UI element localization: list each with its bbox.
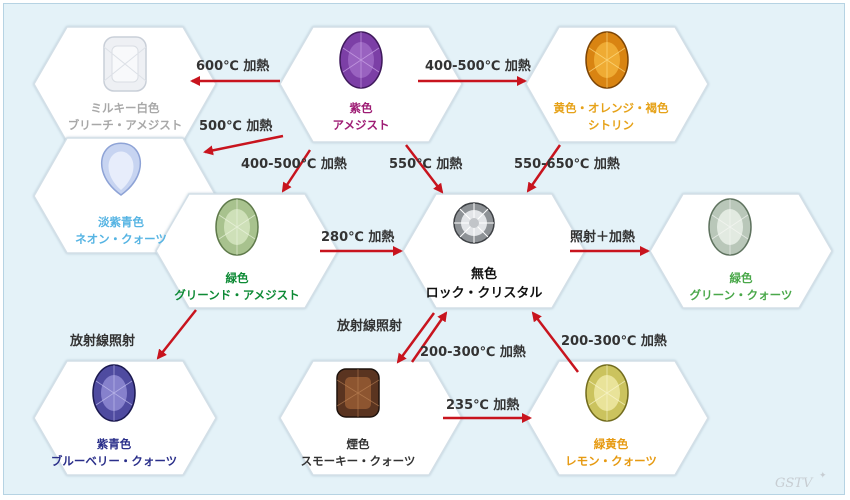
node-purple-line1: 紫色 (350, 101, 373, 115)
node-blueberry-line1: 紫青色 (97, 437, 132, 451)
arrow-purple-to-neon (203, 134, 284, 156)
arrow-smoky-to-rock (410, 311, 448, 363)
node-rock-line2: ロック・クリスタル (426, 286, 543, 301)
node-smoky-line2: スモーキー・クォーツ (301, 454, 416, 468)
node-citrine-line1: 黄色・オレンジ・褐色 (554, 101, 669, 115)
edge-label-greenam-blueberry: 放射線照射 (69, 333, 135, 349)
node-neon-line2: ネオン・クォーツ (75, 232, 167, 246)
gem-rock-crystal-round-icon (453, 202, 495, 244)
node-greenam-line1: 緑色 (226, 271, 249, 285)
arrow-lemon-to-rock (531, 311, 579, 373)
gem-amethyst-oval-icon (339, 31, 383, 89)
node-citrine-line2: シトリン (588, 118, 634, 132)
hex-blueberry (33, 360, 217, 476)
gem-blueberry-oval-icon (92, 364, 136, 422)
node-milky-line2: ブリーチ・アメジスト (68, 118, 182, 132)
node-smoky-line1: 煙色 (347, 437, 370, 451)
gstv-logo: GSTV (775, 476, 814, 491)
edge-label-purple-citrine: 400-500℃ 加熱 (425, 58, 531, 74)
arrow-greenam-to-blueberry (156, 309, 197, 360)
node-greenam-line2: グリーンド・アメジスト (174, 288, 299, 302)
hex-layer (33, 26, 833, 476)
node-milky-line1: ミルキー白色 (91, 101, 160, 115)
edge-label-smoky-rock: 200-300℃ 加熱 (420, 344, 526, 360)
arrow-purple-to-rock (405, 144, 444, 194)
edge-label-purple-milky: 600℃ 加熱 (196, 58, 269, 74)
edge-label-greenam-rock: 280℃ 加熱 (321, 229, 394, 245)
edge-label-smoky-lemon: 235℃ 加熱 (446, 397, 519, 413)
gem-layer (92, 31, 752, 422)
edge-label-purple-neon: 500℃ 加熱 (199, 118, 272, 134)
gem-smoky-cushion-icon (336, 368, 380, 418)
node-greenq-line2: グリーン・クォーツ (690, 288, 793, 302)
node-rock-line1: 無色 (471, 266, 497, 282)
sparkle-icon: ✦ (819, 471, 827, 481)
edge-label-purple-rock: 550℃ 加熱 (389, 156, 462, 172)
node-blueberry-line2: ブルーベリー・クォーツ (51, 454, 177, 468)
arrow-citrine-to-rock (526, 144, 562, 193)
gem-milky-white-cushion-icon (103, 36, 147, 92)
edge-label-rock-greenq: 照射＋加熱 (570, 229, 635, 245)
arrow-purple-to-greenam (281, 149, 312, 193)
node-greenq-line1: 緑色 (730, 271, 753, 285)
edge-label-citrine-rock: 550-650℃ 加熱 (514, 156, 620, 172)
gem-citrine-oval-icon (585, 31, 629, 89)
arrow-rock-to-smoky (396, 312, 436, 364)
gem-green-quartz-oval-icon (708, 198, 752, 256)
node-lemon-line1: 緑黄色 (594, 437, 629, 451)
node-lemon-line2: レモン・クォーツ (565, 454, 657, 468)
arrow-layer (156, 76, 650, 423)
gem-green-amethyst-oval-icon (215, 198, 259, 256)
node-label-layer: ミルキー白色 ブリーチ・アメジスト 紫色 アメジスト 黄色・オレンジ・褐色 シト… (51, 101, 792, 468)
edge-label-rock-smoky: 放射線照射 (336, 318, 402, 334)
node-purple-line2: アメジスト (333, 118, 390, 132)
edge-label-purple-greenam: 400-500℃ 加熱 (241, 156, 347, 172)
node-neon-line1: 淡紫青色 (98, 215, 144, 229)
edge-label-layer: 600℃ 加熱 400-500℃ 加熱 500℃ 加熱 400-500℃ 加熱 … (69, 58, 667, 413)
gem-pale-blue-pear-icon (100, 142, 142, 196)
edge-label-lemon-rock: 200-300℃ 加熱 (561, 333, 667, 349)
gem-lemon-oval-icon (585, 364, 629, 422)
